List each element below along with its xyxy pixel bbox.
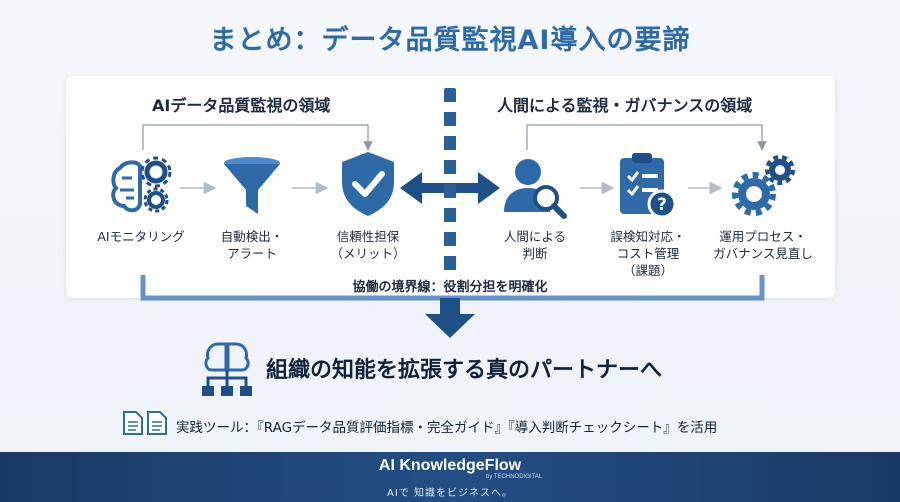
step-label-auto-detect: 自動検出・ アラート	[220, 229, 284, 261]
svg-text:?: ?	[657, 195, 667, 215]
brain-gear-icon	[111, 156, 172, 213]
down-arrow-icon	[425, 298, 475, 338]
left-section-title: AIデータ品質監視の領域	[152, 96, 331, 115]
step-label-reliability: 信頼性担保 （メリット）	[330, 229, 406, 261]
right-bracket	[526, 124, 767, 151]
brain-network-icon	[202, 342, 252, 396]
funnel-icon	[224, 157, 280, 214]
right-section-title: 人間による監視・ガバナンスの領域	[497, 96, 753, 115]
footer-bar	[0, 452, 900, 502]
left-bracket	[142, 124, 373, 151]
shield-check-icon	[342, 152, 394, 216]
step-label-ai-monitoring: AIモニタリング	[97, 229, 185, 244]
brand-logo: AI KnowledgeFlow	[378, 457, 522, 474]
clipboard-question-icon: ?	[620, 153, 677, 219]
boundary-caption: 協働の境界線：役割分担を明確化	[352, 280, 548, 295]
step-label-human-judgment: 人間による 判断	[503, 229, 567, 261]
step-label-governance: 運用プロセス・ ガバナンス見直し	[713, 229, 813, 261]
gears-icon	[732, 155, 795, 216]
brand-sub: by TECHNODIGITAL	[486, 474, 543, 480]
tools-text: 実践ツール：『RAGデータ品質評価指標・完全ガイド』『導入判断チェックシート』を…	[176, 420, 718, 436]
documents-icon	[123, 411, 167, 435]
boundary-divider	[444, 88, 456, 278]
page-title: まとめ：データ品質監視AI導入の要諦	[209, 25, 691, 56]
result-text: 組織の知能を拡張する真のパートナーへ	[266, 358, 663, 383]
brand-slogan: AIで 知識をビジネスへ。	[387, 488, 513, 499]
step-label-false-positive: 誤検知対応・ コスト管理 （課題）	[610, 229, 686, 278]
person-search-icon	[504, 159, 567, 219]
